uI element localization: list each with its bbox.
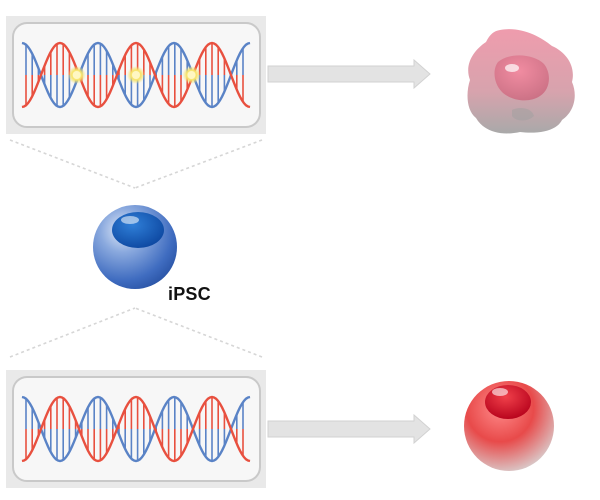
mutation-marker-core xyxy=(187,71,196,79)
mutation-marker-core xyxy=(72,71,81,79)
ipsc-nucleus xyxy=(112,212,164,248)
connector-lines xyxy=(9,139,263,358)
dna-strand-blue xyxy=(21,395,251,463)
dna-helix xyxy=(21,395,251,463)
dna-panel-bottom xyxy=(6,370,266,488)
arrow-bottom xyxy=(267,413,431,445)
ipsc-label: iPSC xyxy=(168,284,211,304)
connector-line-bottom-left xyxy=(9,307,136,358)
dna-strand-blue xyxy=(21,41,251,109)
diseased-highlight xyxy=(505,64,519,72)
right-arrow-icon xyxy=(267,413,431,445)
arrow-top xyxy=(267,58,431,90)
dna-strand-red xyxy=(21,395,251,463)
healthy-cell xyxy=(464,381,554,471)
healthy-nucleus xyxy=(485,385,531,419)
cell-shadow xyxy=(512,108,534,121)
dna-helix xyxy=(21,41,251,109)
connector-line-bottom-right xyxy=(134,307,263,358)
mutation-marker-core xyxy=(132,71,140,79)
dna-panel-top xyxy=(6,16,266,134)
ipsc-highlight xyxy=(121,216,139,224)
ipsc-cell xyxy=(93,205,177,289)
dna-strand-red xyxy=(21,41,251,109)
right-arrow-icon xyxy=(267,58,431,90)
panel-inner xyxy=(12,376,261,482)
connector-line-top-right xyxy=(134,139,263,189)
connector-line-top-left xyxy=(9,139,136,189)
diseased-cell xyxy=(467,29,575,134)
healthy-highlight xyxy=(492,388,508,396)
